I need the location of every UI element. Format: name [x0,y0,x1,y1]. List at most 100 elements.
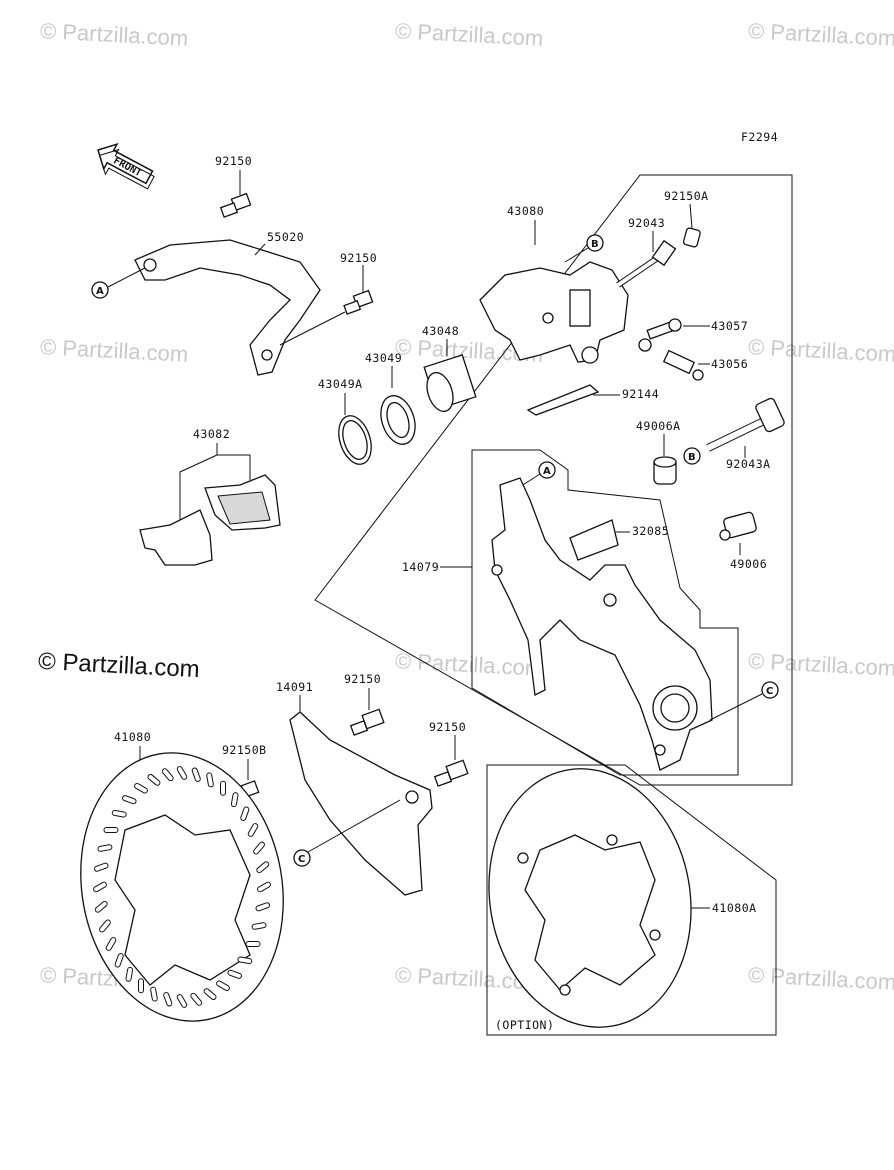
disc-slot [230,792,239,808]
disc-slot [163,992,173,1007]
disc-slot [190,992,203,1006]
ref-marker-c-label: C [298,854,305,865]
bolt-92150-mid [279,265,374,346]
disc-slot [103,827,119,833]
disc-slot [191,767,201,782]
disc-slot [216,980,230,991]
part-label: 43049 [365,351,402,365]
part-label: 32085 [632,524,669,538]
ref-marker-c-label: C [766,686,773,697]
option-disc-box [486,764,777,1036]
caliper-assembly-box [314,174,793,786]
pad-retainer-32085 [569,519,619,561]
piston-43048 [423,354,477,413]
disc-slot [240,806,250,821]
disc-slot [94,900,108,913]
part-label: 43082 [193,427,230,441]
part-label: 14091 [276,680,313,694]
seal-43049A [338,415,372,465]
ref-marker-b-label: B [688,452,696,463]
bracket-55020 [134,239,321,376]
part-label: 92150 [344,672,381,686]
part-label: 49006A [636,419,681,433]
disc-slot [99,919,111,933]
ref-marker-b [683,447,701,465]
caliper-bracket-14079 [491,477,713,771]
disc-slot [251,922,267,930]
caliper-body [479,261,629,364]
part-label: 43057 [711,319,748,333]
disc-slot [150,986,158,1002]
part-label: 92150 [215,154,252,168]
option-note: (OPTION) [495,1018,554,1032]
disc-slot [93,881,107,893]
part-label: 43056 [711,357,748,371]
ref-marker-b-label: B [591,239,599,250]
part-label: 43049A [318,377,363,391]
disc-slot [247,823,259,837]
disc-slot [206,772,214,788]
bleeder-cap-92150A [682,227,701,248]
part-label: 43080 [507,204,544,218]
pad-spring-92144 [526,384,600,416]
disc-slot [257,881,271,893]
disc-slot [97,844,113,852]
disc-slot [111,809,127,818]
disc-slot [114,953,124,968]
bolt-92150-guard2 [433,759,469,787]
ref-marker-a-label: A [543,466,551,477]
disc-slot [161,768,174,782]
part-label: 55020 [267,230,304,244]
diagram-id: F2294 [741,130,778,144]
disc-guard-14091 [289,711,433,896]
disc-slot [147,773,161,786]
disc-slot [122,795,137,805]
part-label: 92150A [664,189,709,203]
ref-marker-b [586,234,604,252]
bolt-92150-guard [349,708,385,736]
disc-slot [94,862,109,872]
part-label: 49006 [730,557,767,571]
ref-marker-c [293,849,311,867]
front-arrow-icon: FRONT [97,142,155,190]
brake-disc-41080A [488,768,692,1028]
disc-slot [253,841,265,855]
part-label: 92150B [222,743,267,757]
brake-pads-43082 [139,474,281,566]
disc-slot [138,978,144,994]
bleeder-43057 [638,318,682,352]
ref-marker-a [91,281,109,299]
disc-slot [176,994,188,1008]
disc-slot [256,861,270,874]
part-label: 92043 [628,216,665,230]
disc-slot [227,969,242,979]
ref-marker-c [761,681,779,699]
bracket-assembly-box [471,449,739,776]
disc-slot [203,988,217,1001]
disc-slot [255,902,270,912]
part-label: 92150 [429,720,466,734]
part-label: 14079 [402,560,439,574]
part-label: 41080A [712,901,757,915]
disc-slot [176,766,188,780]
disc-slot [134,783,148,794]
disc-slot [245,941,261,947]
ref-marker-a [538,461,556,479]
pin-92043A [706,397,785,452]
part-label: 92043A [726,457,771,471]
ref-marker-a-label: A [96,286,104,297]
disc-slot [105,937,117,951]
part-label: 41080 [114,730,151,744]
bushing-49006 [719,511,757,541]
disc-slot [125,966,134,982]
bolt-92150-top [219,170,252,218]
disc-slot [237,956,253,965]
bushing-49006A [653,456,677,485]
part-label: 92150 [340,251,377,265]
brake-disc-41080 [80,752,284,1022]
disc-slot [220,780,226,796]
part-label: 92144 [622,387,659,401]
seal-43049 [380,395,416,445]
